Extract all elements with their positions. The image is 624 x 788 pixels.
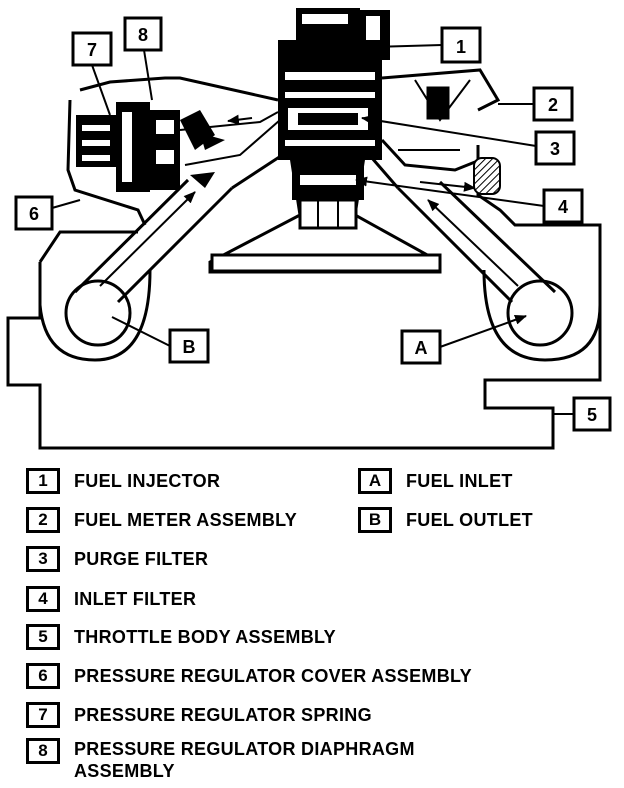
- callout-8: 8: [123, 16, 163, 101]
- callout-6-label: 6: [29, 204, 39, 224]
- fuel-injector: [278, 8, 390, 230]
- legend-key-box: 6: [26, 663, 60, 689]
- callout-3-label: 3: [550, 139, 560, 159]
- legend-label: INLET FILTER: [74, 589, 197, 609]
- legend-key-box: 1: [26, 468, 60, 494]
- legend-item-8: 8 PRESSURE REGULATOR DIAPHRAGM ASSEMBLY: [26, 738, 494, 784]
- callout-2: 2: [498, 86, 574, 122]
- throttle-body-outline: [6, 145, 602, 450]
- legend-key-box: 7: [26, 702, 60, 728]
- legend-label: PURGE FILTER: [74, 549, 209, 569]
- callout-1-label: 1: [456, 37, 466, 57]
- legend-label: PRESSURE REGULATOR COVER ASSEMBLY: [74, 666, 472, 686]
- legend-key-box: 8: [26, 738, 60, 764]
- legend-item-2: 2 FUEL METER ASSEMBLY: [26, 505, 297, 535]
- legend-key-box: 5: [26, 624, 60, 650]
- callout-A-label: A: [415, 338, 428, 358]
- callout-A: A: [400, 315, 527, 365]
- legend-item-3: 3 PURGE FILTER: [26, 544, 208, 574]
- legend-item-7: 7 PRESSURE REGULATOR SPRING: [26, 700, 372, 730]
- legend-label: FUEL METER ASSEMBLY: [74, 510, 298, 530]
- callout-8-label: 8: [138, 25, 148, 45]
- gasket: [473, 157, 501, 195]
- callout-6: 6: [14, 195, 81, 231]
- legend-label: FUEL INLET: [406, 471, 513, 491]
- legend-key-box: B: [358, 507, 392, 533]
- callout-1: 1: [373, 26, 482, 64]
- legend-label: FUEL INJECTOR: [74, 471, 221, 491]
- legend-item-4: 4 INLET FILTER: [26, 584, 196, 614]
- callout-4: 4: [355, 176, 584, 224]
- legend-label: PRESSURE REGULATOR SPRING: [74, 705, 372, 725]
- pressure-regulator: [66, 76, 281, 226]
- legend-item-A: A FUEL INLET: [358, 466, 513, 496]
- legend-key-box: 2: [26, 507, 60, 533]
- callout-7-label: 7: [87, 40, 97, 60]
- callout-B: B: [111, 316, 210, 364]
- legend-label: PRESSURE REGULATOR DIAPHRAGM ASSEMBLY: [74, 739, 415, 781]
- outlet-bore: [38, 269, 152, 362]
- legend-key-box: 3: [26, 546, 60, 572]
- legend-key-box: 4: [26, 586, 60, 612]
- legend-item-5: 5 THROTTLE BODY ASSEMBLY: [26, 622, 336, 652]
- inlet-passage: [396, 180, 557, 304]
- callout-4-label: 4: [558, 197, 568, 217]
- callout-2-label: 2: [548, 95, 558, 115]
- callout-3: 3: [361, 114, 576, 166]
- callout-7: 7: [71, 31, 113, 116]
- callout-B-label: B: [183, 337, 196, 357]
- callout-5-label: 5: [587, 405, 597, 425]
- legend-label: FUEL OUTLET: [406, 510, 533, 530]
- throttle-body-diagram: 1 2 3 4 5 6 7 8 A B: [6, 8, 612, 450]
- inlet-bore: [482, 269, 602, 362]
- legend-key-box: A: [358, 468, 392, 494]
- legend-label: THROTTLE BODY ASSEMBLY: [74, 627, 336, 647]
- legend-item-6: 6 PRESSURE REGULATOR COVER ASSEMBLY: [26, 661, 472, 691]
- legend-item-1: 1 FUEL INJECTOR: [26, 466, 220, 496]
- outlet-passage: [73, 178, 234, 304]
- legend-item-B: B FUEL OUTLET: [358, 505, 533, 535]
- fuel-meter-cover: [380, 68, 501, 192]
- callout-5: 5: [553, 396, 612, 432]
